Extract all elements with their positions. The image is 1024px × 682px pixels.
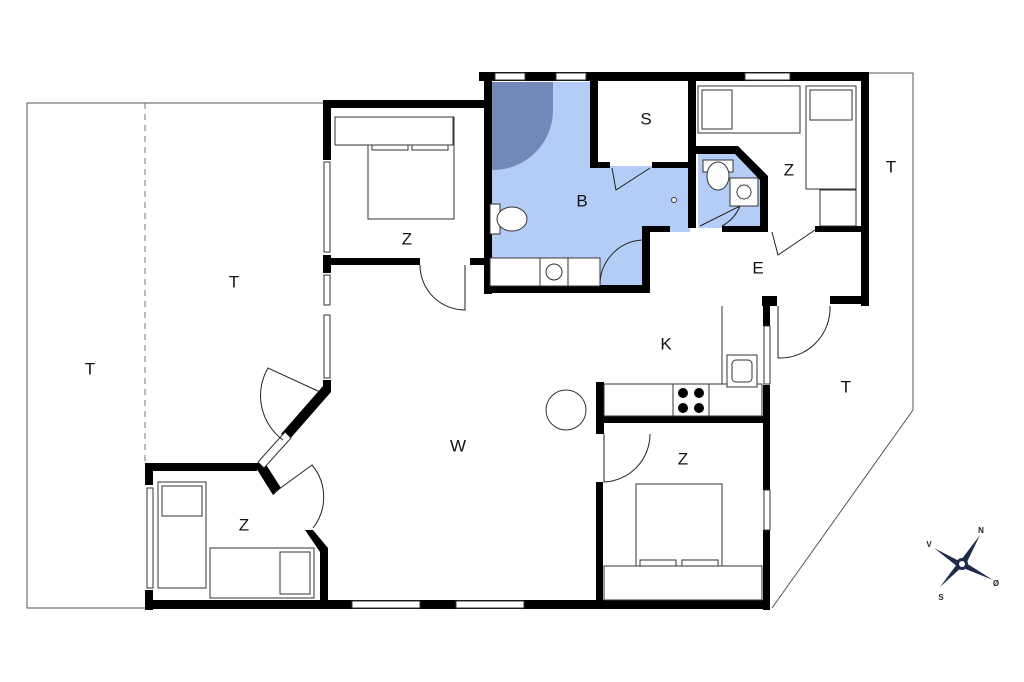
shower — [490, 82, 553, 170]
compass-north: N — [978, 526, 984, 535]
room-labels: T T T T Z B S Z E K W Z Z — [85, 109, 896, 534]
label-bedroom: Z — [678, 449, 688, 468]
terrace-outlines — [26, 72, 914, 609]
label-living: W — [450, 436, 466, 455]
label-bedroom: Z — [784, 160, 794, 179]
compass-west: V — [926, 540, 932, 549]
label-entrance: E — [752, 258, 763, 277]
label-bathroom: B — [576, 191, 587, 210]
label-terrace: T — [229, 272, 239, 291]
compass-south: S — [938, 593, 944, 602]
compass-east: Ø — [993, 579, 999, 588]
label-terrace: T — [886, 157, 896, 176]
label-storage: S — [640, 109, 651, 128]
label-kitchen: K — [660, 334, 672, 353]
stove — [672, 383, 710, 417]
dining-table — [545, 389, 587, 431]
furniture — [157, 85, 857, 601]
doors — [260, 167, 831, 529]
label-bedroom: Z — [402, 229, 412, 248]
label-terrace: T — [85, 359, 95, 378]
toilet — [706, 161, 730, 191]
windows — [146, 72, 791, 609]
compass-rose-icon: N V S Ø — [926, 526, 999, 602]
label-bedroom: Z — [239, 515, 249, 534]
label-terrace: T — [841, 377, 851, 396]
